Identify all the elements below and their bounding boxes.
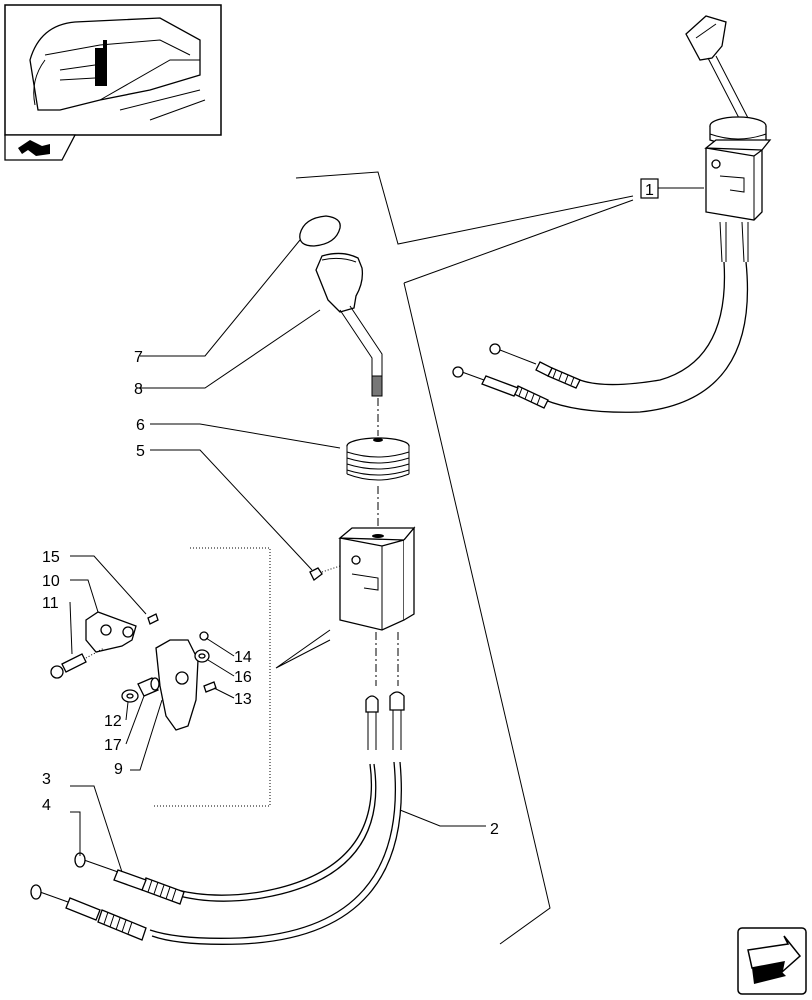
valve-body-part <box>338 526 416 631</box>
next-page-arrow-icon[interactable] <box>737 927 807 995</box>
washer-part-16 <box>194 649 210 663</box>
callout-17: 17 <box>104 737 122 754</box>
washer-part-12 <box>121 689 139 703</box>
cable-end-3 <box>113 869 185 905</box>
clevis-part-10 <box>85 611 137 653</box>
assembled-cable-end-lower <box>452 366 549 409</box>
bushing-part-17 <box>137 677 160 697</box>
assembled-cable-end-upper <box>489 343 581 389</box>
screw-part-15 <box>147 613 159 625</box>
callout-1-text: 1 <box>645 182 654 199</box>
assembly-bracket <box>295 171 634 945</box>
leader-lines <box>69 187 704 873</box>
callout-1: 1 <box>640 178 659 199</box>
callout-13: 13 <box>234 691 252 708</box>
callout-15: 15 <box>42 549 60 566</box>
callout-14: 14 <box>234 649 252 666</box>
callout-8: 8 <box>134 381 143 398</box>
pin-part-11 <box>50 647 105 679</box>
callout-10: 10 <box>42 573 60 590</box>
callout-4: 4 <box>42 797 51 814</box>
screw-5-part <box>309 565 341 581</box>
lever-rod-part <box>339 305 383 397</box>
callout-9: 9 <box>114 761 123 778</box>
lever-plate-part-9 <box>155 639 199 731</box>
lever-knob-part <box>315 252 364 313</box>
cable-connectors <box>365 691 405 750</box>
callout-12: 12 <box>104 713 122 730</box>
rubber-boot-part <box>346 437 410 481</box>
cable-end-4 <box>74 852 119 873</box>
screw-part-13 <box>203 681 217 693</box>
cable-end-lower <box>30 884 147 941</box>
callout-5: 5 <box>136 443 145 460</box>
assembled-control-unit <box>685 15 772 263</box>
callout-7: 7 <box>134 349 143 366</box>
dotted-group-bracket <box>152 547 271 807</box>
callout-3: 3 <box>42 771 51 788</box>
callout-6: 6 <box>136 417 145 434</box>
cables-part <box>149 761 402 945</box>
location-thumbnail <box>4 4 222 136</box>
callout-2: 2 <box>490 821 499 838</box>
assembled-cables <box>452 261 749 413</box>
knob-cap-part <box>299 215 341 247</box>
callout-11: 11 <box>42 595 59 612</box>
callout-16: 16 <box>234 669 252 686</box>
center-axis <box>375 398 399 686</box>
previous-page-arrow-icon[interactable] <box>4 134 77 161</box>
